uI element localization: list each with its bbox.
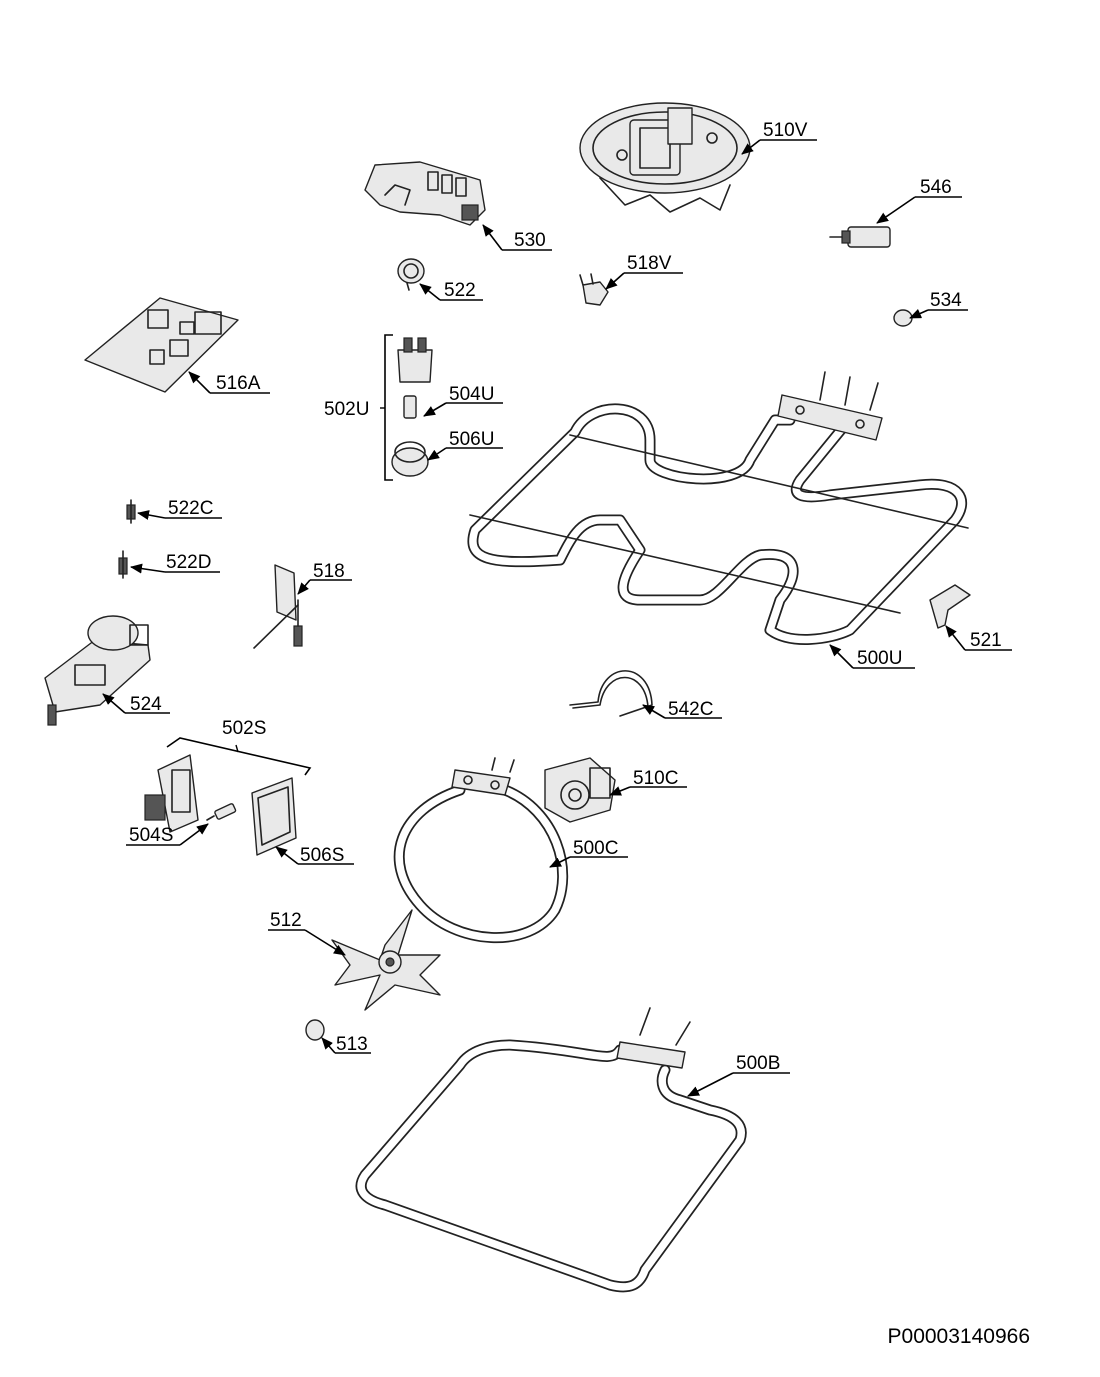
part-506U-knob (391, 441, 429, 477)
part-513-nut (305, 1019, 325, 1041)
callout-506U: 506U (449, 429, 494, 450)
part-504S-spindle (206, 803, 237, 821)
callout-500C: 500C (573, 838, 618, 859)
callout-542C: 542C (668, 699, 713, 720)
part-522C-connector (126, 499, 136, 524)
part-502U-switch (397, 337, 433, 383)
part-546-sensor (829, 226, 891, 248)
callout-510V: 510V (763, 120, 808, 141)
callout-504U: 504U (449, 384, 494, 405)
callout-522D: 522D (166, 552, 211, 573)
part-500U-upper-element (467, 371, 969, 645)
callout-500B: 500B (736, 1053, 780, 1074)
callout-502S: 502S (222, 718, 266, 739)
callout-521: 521 (970, 630, 1002, 651)
callout-516A: 516A (216, 373, 261, 394)
callout-510C: 510C (633, 768, 678, 789)
callout-546: 546 (920, 177, 952, 198)
callout-534: 534 (930, 290, 962, 311)
callout-500U: 500U (857, 648, 902, 669)
part-500C-ring-element (393, 757, 569, 943)
part-518V-thermostat (579, 273, 609, 306)
callout-518: 518 (313, 561, 345, 582)
callout-522C: 522C (168, 498, 213, 519)
callout-504S: 504S (129, 825, 173, 846)
callout-502U: 502U (324, 399, 369, 420)
callout-513: 513 (336, 1034, 368, 1055)
drawing-number: P00003140966 (888, 1325, 1030, 1348)
part-522-lamp-holder (397, 258, 425, 291)
part-534-plug (893, 309, 913, 327)
part-510C-fan-motor (544, 757, 616, 823)
part-530-terminal-block (364, 161, 486, 226)
callout-512: 512 (270, 910, 302, 931)
callout-524: 524 (130, 694, 162, 715)
part-518-probe (253, 564, 303, 649)
part-521-clip (929, 584, 971, 629)
part-500B-lower-element (355, 1007, 747, 1293)
part-504U-spindle (403, 395, 417, 419)
callout-522: 522 (444, 280, 476, 301)
part-502S-switch (144, 754, 199, 833)
callout-506S: 506S (300, 845, 344, 866)
part-512-fan-blade (331, 909, 441, 1011)
part-516A-control-board (84, 297, 239, 393)
callout-530: 530 (514, 230, 546, 251)
callout-518V: 518V (627, 253, 672, 274)
part-524-door-lock (44, 615, 151, 726)
part-506S-cover (251, 777, 297, 856)
part-542C-bracket (569, 670, 653, 717)
part-510V-fan-motor (579, 102, 751, 213)
part-522D-connector (118, 550, 128, 579)
